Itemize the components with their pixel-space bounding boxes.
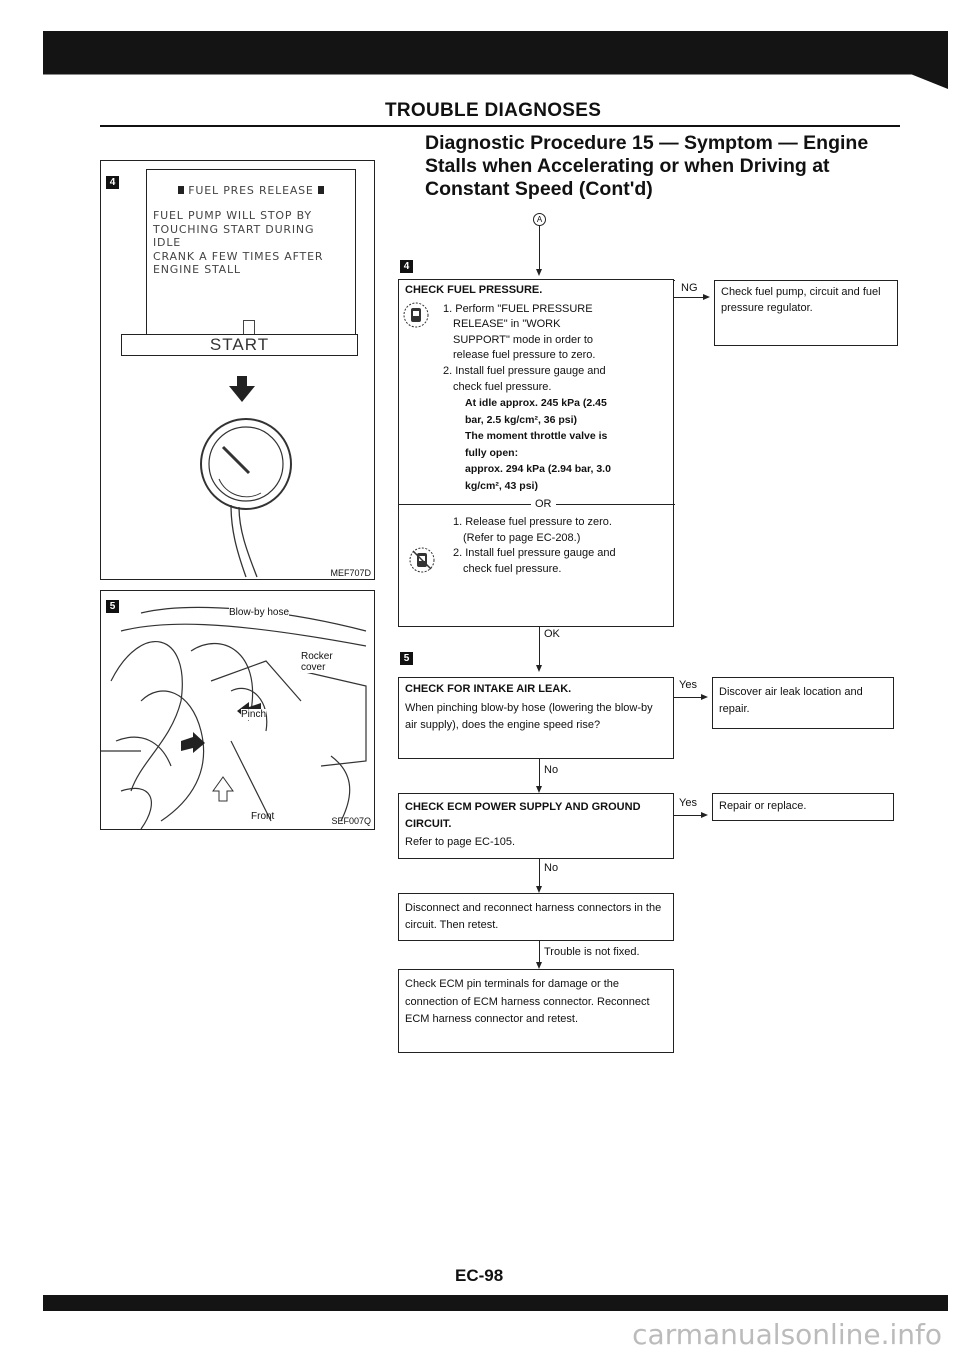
page-number: EC-98 xyxy=(455,1266,504,1285)
label-blowby-hose: Blow-by hose xyxy=(229,607,290,618)
figure-panel-step4: 4 FUEL PRES RELEASE FUEL PUMP WILL STOP … xyxy=(100,160,375,580)
check-fuel-pressure-box: CHECK FUEL PRESSURE. 1. Perform "FUEL PR… xyxy=(398,279,675,627)
ok-label: OK xyxy=(544,628,560,640)
with-tool-steps: 1. Perform "FUEL PRESSURE RELEASE" in "W… xyxy=(443,302,596,362)
no-tool-icon xyxy=(409,547,435,573)
bottom-banner xyxy=(43,1295,948,1311)
page-title: Diagnostic Procedure 15 — Symptom — Engi… xyxy=(425,132,869,200)
flow-arrow xyxy=(536,886,542,893)
down-arrow-icon xyxy=(229,376,255,402)
label-pinch: Pinch xyxy=(241,709,267,720)
step-badge-4: 4 xyxy=(106,176,119,189)
flow-arrow xyxy=(536,269,542,276)
step-badge-4-flow: 4 xyxy=(400,260,413,273)
flow-arrow xyxy=(703,294,710,300)
check-ecm-power-box: CHECK ECM POWER SUPPLY AND GROUND CIRCUI… xyxy=(398,793,674,859)
check-ecm-power-title: CHECK ECM POWER SUPPLY AND GROUND CIRCUI… xyxy=(405,801,641,830)
flow-arrow xyxy=(536,786,542,793)
step-badge-5-flow: 5 xyxy=(400,652,413,665)
flow-line xyxy=(539,941,540,963)
step-badge-5-figure: 5 xyxy=(106,600,119,613)
check-ecm-pins-box: Check ECM pin terminals for damage or th… xyxy=(398,969,674,1053)
flow-arrow xyxy=(701,694,708,700)
air-leak-action-box: Discover air leak location and repair. xyxy=(712,677,894,729)
flow-line xyxy=(539,226,540,270)
watermark: carmanualsonline.info xyxy=(632,1318,942,1351)
connector-a: A xyxy=(533,213,546,226)
flow-line xyxy=(539,859,540,887)
figure-panel-step5: 5 Blow-by hose Rocker cover Pinch Front … xyxy=(100,590,375,830)
top-banner xyxy=(43,31,948,89)
flow-line xyxy=(674,280,675,281)
pressure-specs: At idle approx. 245 kPa (2.45 bar, 2.5 k… xyxy=(465,397,611,492)
consult-screen: FUEL PRES RELEASE FUEL PUMP WILL STOP BY… xyxy=(146,169,356,354)
figure-code-sef007q: SEF007Q xyxy=(331,816,371,826)
check-ecm-power-text: Refer to page EC-105. xyxy=(405,836,516,848)
reconnect-harness-box: Disconnect and reconnect harness connect… xyxy=(398,893,674,941)
check-intake-air-leak-title: CHECK FOR INTAKE AIR LEAK. xyxy=(405,683,572,695)
flow-arrow xyxy=(701,812,708,818)
check-intake-air-leak-box: CHECK FOR INTAKE AIR LEAK. When pinching… xyxy=(398,677,674,759)
flow-line xyxy=(674,815,702,816)
ng-action-box: Check fuel pump, circuit and fuel pressu… xyxy=(714,280,898,346)
flow-arrow xyxy=(536,962,542,969)
section-header: TROUBLE DIAGNOSES xyxy=(385,100,602,121)
yes-label-air-leak: Yes xyxy=(679,679,697,691)
consult-tool-icon xyxy=(403,302,429,328)
flow-line xyxy=(539,759,540,787)
flow-line xyxy=(539,627,540,665)
start-button[interactable]: START xyxy=(121,334,358,356)
label-rocker-cover: Rocker cover xyxy=(301,651,341,673)
repair-replace-box: Repair or replace. xyxy=(712,793,894,821)
without-tool-steps: 1. Release fuel pressure to zero. (Refer… xyxy=(453,516,616,575)
check-intake-air-leak-text: When pinching blow-by hose (lowering the… xyxy=(405,701,653,731)
with-tool-steps-2: 2. Install fuel pressure gauge and check… xyxy=(443,364,606,393)
figure-code-mef707d: MEF707D xyxy=(330,568,371,578)
flow-line xyxy=(674,297,704,298)
header-rule xyxy=(100,125,900,127)
no-label-ecm: No xyxy=(544,862,559,874)
check-fuel-pressure-title: CHECK FUEL PRESSURE. xyxy=(405,284,543,296)
screen-heading: FUEL PRES RELEASE xyxy=(147,184,355,197)
no-label-air-leak: No xyxy=(544,764,559,776)
flow-line xyxy=(674,697,702,698)
label-front: Front xyxy=(251,811,275,822)
not-fixed-label: Trouble is not fixed. xyxy=(544,946,640,958)
flow-arrow xyxy=(536,665,542,672)
or-divider: OR xyxy=(399,497,675,513)
finger-icon xyxy=(243,320,255,335)
screen-text: FUEL PUMP WILL STOP BY TOUCHING START DU… xyxy=(153,209,324,276)
fuel-pressure-gauge-icon xyxy=(200,418,292,578)
yes-label-ecm: Yes xyxy=(679,797,697,809)
engine-bay-illustration xyxy=(101,606,367,829)
ng-label: NG xyxy=(681,282,698,294)
